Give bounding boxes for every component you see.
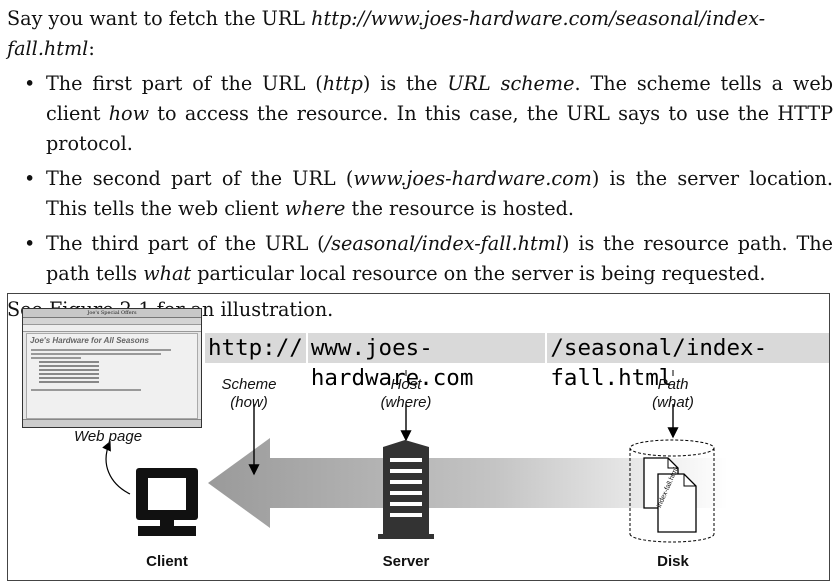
- thumbnail-list-item: [39, 377, 99, 379]
- thumbnail-toolbar: [23, 318, 201, 325]
- host-label-sub: (where): [380, 394, 432, 411]
- host-label: Host (where): [361, 376, 451, 412]
- url-path-segment: /seasonal/index-fall.html: [547, 333, 829, 391]
- intro-url: http://www.joes-hardware.com/seasonal/in…: [7, 7, 766, 60]
- thumbnail-list-item: [39, 373, 99, 375]
- disk-label: Disk: [657, 553, 689, 570]
- host-label-text: Host: [390, 376, 422, 393]
- path-label: Path (what): [628, 376, 718, 412]
- thumbnail-title: Joe's Special Offers: [23, 309, 201, 318]
- thumbnail-list-item: [39, 369, 99, 371]
- scheme-label-sub: (how): [230, 394, 268, 411]
- server-icon: [378, 440, 434, 539]
- scheme-label-text: Scheme: [221, 376, 277, 393]
- scheme-label: Scheme (how): [204, 376, 294, 412]
- thumbnail-text-line: [31, 389, 141, 391]
- client-label: Client: [146, 553, 188, 570]
- text-run: what: [143, 262, 192, 285]
- bullet: •: [24, 232, 36, 255]
- url-parts-list: •The first part of the URL (http) is the…: [7, 69, 833, 289]
- server-label: Server: [382, 553, 430, 570]
- text-run: The first part of the URL (: [46, 72, 323, 95]
- diagram-graphics: [102, 340, 728, 543]
- client-computer-icon: [136, 468, 198, 536]
- text-run: The second part of the URL (: [46, 167, 354, 190]
- thumbnail-status-bar: [23, 419, 201, 427]
- text-run: ) is the: [362, 72, 448, 95]
- thumbnail-text-line: [31, 349, 171, 351]
- thumbnail-list-item: [39, 381, 99, 383]
- webpage-thumbnail: Joe's Special Offers Joe's Hardware for …: [22, 308, 202, 428]
- thumbnail-text-line: [31, 353, 161, 355]
- list-item-scheme: • The first part of the URL (http) is the…: [7, 69, 833, 159]
- url-host-segment: www.joes-hardware.com: [307, 333, 546, 391]
- url-diagram-figure: Joe's Special Offers Joe's Hardware for …: [7, 293, 830, 581]
- web-page-label: Web page: [73, 428, 143, 445]
- webpage-arrow: [102, 440, 131, 495]
- thumbnail-list-item: [39, 361, 99, 363]
- request-arrow: [208, 438, 728, 528]
- bullet: •: [24, 167, 36, 190]
- url-scheme-segment: http://: [205, 333, 306, 363]
- url-display: http://www.joes-hardware.com/seasonal/in…: [205, 333, 829, 391]
- text-run: http: [322, 72, 363, 95]
- text-run: . The scheme tells a web client: [46, 72, 833, 125]
- text-run: how: [108, 102, 150, 125]
- text-run: The third part of the URL (: [46, 232, 325, 255]
- list-item-path: • The third part of the URL (/seasonal/in…: [7, 229, 833, 289]
- text-run: URL scheme: [447, 72, 575, 95]
- thumbnail-address-bar: [23, 325, 201, 332]
- text-run: particular local resource on the server …: [191, 262, 766, 285]
- text-run: to access the resource. In this case, th…: [46, 102, 834, 155]
- intro-paragraph: Say you want to fetch the URL http://www…: [7, 4, 833, 64]
- bullet: •: [24, 72, 36, 95]
- intro-suffix: :: [88, 37, 95, 60]
- text-run: www.joes-hardware.com: [353, 167, 592, 190]
- thumbnail-list-item: [39, 365, 99, 367]
- text-run: where: [284, 197, 346, 220]
- intro-prefix: Say you want to fetch the URL: [7, 7, 312, 30]
- text-run: the resource is hosted.: [345, 197, 574, 220]
- path-label-text: Path: [657, 376, 689, 393]
- thumbnail-text-line: [31, 357, 81, 359]
- text-run: ) is the resource path. The path tells: [46, 232, 833, 285]
- text-run: ) is the server location. This tells the…: [46, 167, 833, 220]
- thumbnail-heading: Joe's Hardware for All Seasons: [30, 336, 149, 345]
- path-label-sub: (what): [652, 394, 694, 411]
- thumbnail-content: Joe's Hardware for All Seasons: [26, 333, 198, 419]
- body-text: Say you want to fetch the URL http://www…: [7, 4, 833, 325]
- list-item-host: • The second part of the URL (www.joes-ha…: [7, 164, 833, 224]
- disk-icon: [629, 439, 715, 543]
- text-run: /seasonal/index-fall.html: [324, 232, 562, 255]
